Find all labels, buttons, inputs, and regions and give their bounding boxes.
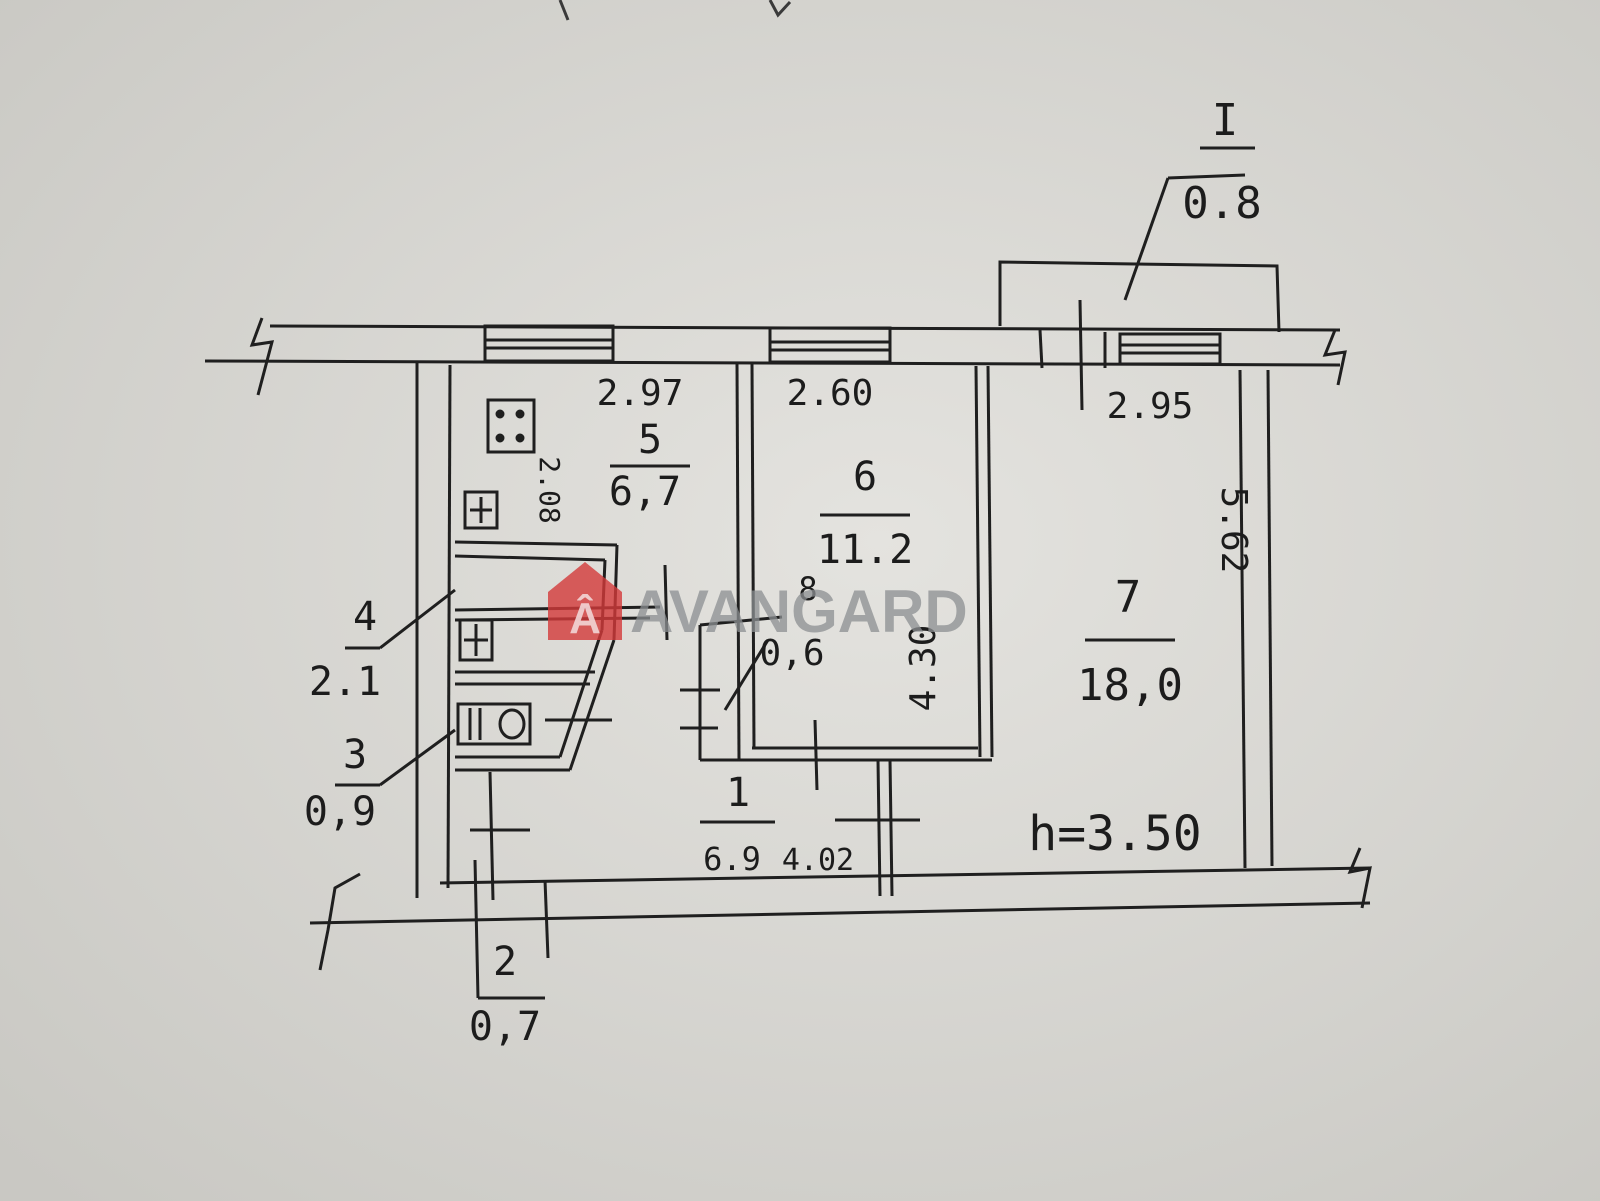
washbasin-icon [458,618,494,662]
toilet-icon [456,702,532,746]
room-6-number: 6 [853,454,877,500]
watermark: Â AVANGARD [548,562,968,645]
ceiling-height-label: h=3.50 [1028,806,1201,862]
door-marks [470,564,920,999]
leader-lines [335,173,1246,1000]
dimension-room-7-width: 2.95 [1107,386,1194,427]
dimension-hall-length: 4.02 [782,843,854,878]
fraction-bars [610,146,1255,824]
watermark-badge-letter: Â [569,593,601,643]
room-5-area: 6,7 [609,469,681,515]
room-5-number: 5 [638,417,662,463]
dimension-kitchen-depth: 2.08 [533,456,566,523]
room-8-area: 0,6 [759,633,824,674]
room-3-area: 0,9 [304,789,376,835]
room-4-number: 4 [353,594,377,640]
top-edge-marks [558,0,792,21]
kitchen-sink-icon [463,490,499,530]
watermark-text: AVANGARD [630,578,968,645]
room-2-area: 0,7 [469,1004,541,1050]
dimension-room-7-length: 5.62 [1213,487,1254,574]
room-1-number: 1 [726,770,750,816]
balcony-area: 0.8 [1182,178,1261,229]
room-1-area: 6.9 [703,840,761,878]
dimension-room-5-width: 2.97 [597,373,684,414]
windows [483,299,1222,411]
room-3-number: 3 [343,732,367,778]
kitchen-stove-icon [486,398,536,454]
wall-break-symbols [249,317,1372,971]
room-2-number: 2 [493,939,517,985]
dimension-room-6-width: 2.60 [787,373,874,414]
dimension-room-6-length: 4.30 [903,625,944,712]
room-4-area: 2.1 [309,659,381,705]
room-6-area: 11.2 [817,527,913,573]
room-7-area: 18,0 [1077,660,1183,711]
room-7-number: 7 [1115,572,1142,623]
watermark-badge-icon [548,562,622,640]
balcony-number: I [1212,95,1239,146]
room-8-number: 8 [798,570,817,608]
